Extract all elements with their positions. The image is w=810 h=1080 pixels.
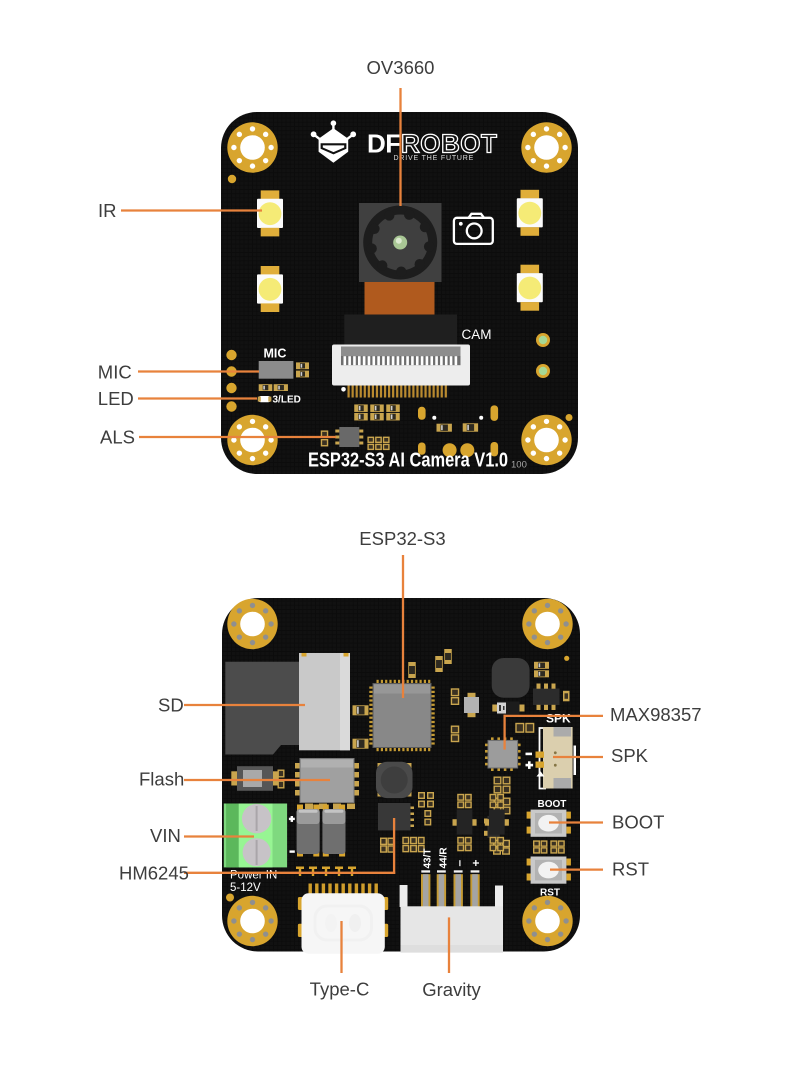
svg-text:SPK: SPK <box>546 712 571 726</box>
svg-text:SD: SD <box>158 695 184 716</box>
svg-text:Type-C: Type-C <box>310 979 370 1000</box>
svg-text:5-12V: 5-12V <box>230 882 261 894</box>
svg-text:CAM: CAM <box>462 327 492 342</box>
svg-text:MIC: MIC <box>264 347 287 361</box>
svg-text:IR: IR <box>98 200 117 221</box>
svg-text:ESP32-S3 AI Camera V1.0: ESP32-S3 AI Camera V1.0 <box>308 450 508 472</box>
svg-text:BOOT: BOOT <box>612 811 664 832</box>
svg-text:RST: RST <box>540 888 560 899</box>
svg-text:–: – <box>452 860 466 867</box>
svg-text:MIC: MIC <box>98 361 132 382</box>
svg-text:Flash: Flash <box>139 769 184 790</box>
svg-text:Power IN: Power IN <box>230 870 277 882</box>
svg-text:ROBOT: ROBOT <box>401 129 497 159</box>
svg-text:DRIVE THE FUTURE: DRIVE THE FUTURE <box>394 155 475 162</box>
svg-text:LED: LED <box>98 388 134 409</box>
svg-text:RST: RST <box>612 858 649 879</box>
svg-text:ESP32-S3: ESP32-S3 <box>359 528 445 549</box>
svg-text:100: 100 <box>511 460 527 471</box>
svg-text:DF: DF <box>367 129 401 159</box>
svg-text:43/T: 43/T <box>423 848 434 868</box>
svg-text:OV3660: OV3660 <box>367 57 435 78</box>
svg-text:SPK: SPK <box>611 745 649 766</box>
svg-text:3/LED: 3/LED <box>273 395 301 406</box>
svg-text:MAX98357: MAX98357 <box>610 704 702 725</box>
svg-text:ALS: ALS <box>100 427 135 448</box>
svg-text:VIN: VIN <box>150 825 181 846</box>
svg-text:Gravity: Gravity <box>422 979 481 1000</box>
svg-text:BOOT: BOOT <box>538 799 567 810</box>
svg-text:44/R: 44/R <box>438 847 449 869</box>
svg-text:HM6245: HM6245 <box>119 863 189 884</box>
svg-text:+: + <box>469 859 483 866</box>
